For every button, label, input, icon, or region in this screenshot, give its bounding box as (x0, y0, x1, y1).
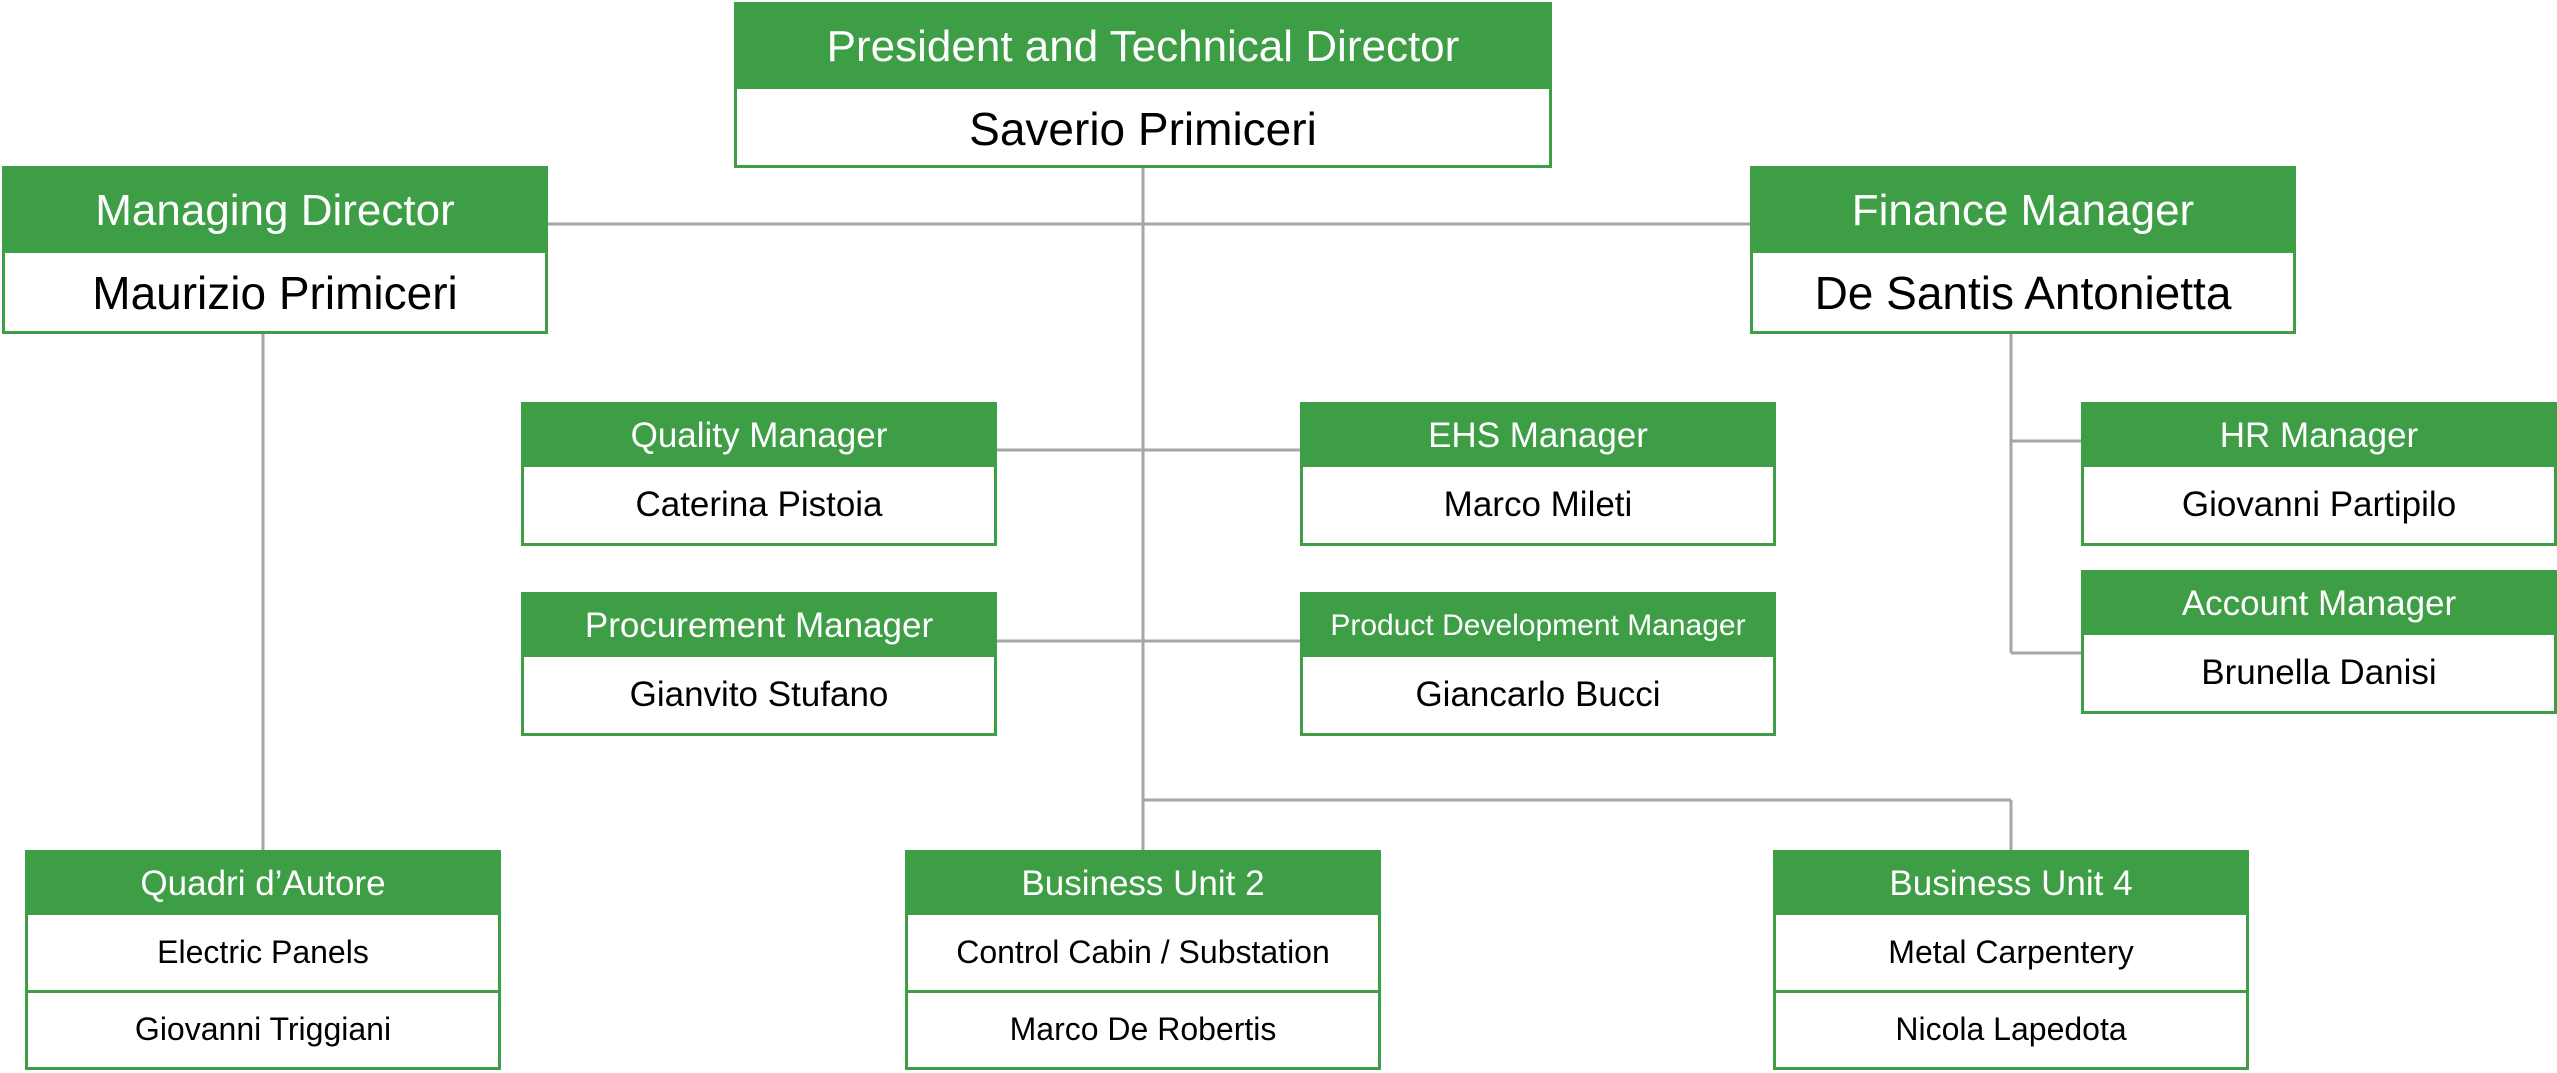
finance-manager-name: De Santis Antonietta (1814, 267, 2232, 319)
quality-manager-name: Caterina Pistoia (635, 484, 883, 524)
procurement-manager-name: Gianvito Stufano (629, 674, 889, 714)
procurement-manager-title: Procurement Manager (524, 595, 994, 657)
ehs-manager-box: EHS Manager Marco Mileti (1300, 402, 1776, 546)
president-name: Saverio Primiceri (969, 103, 1317, 155)
business-unit-2-name: Marco De Robertis (908, 990, 1378, 1065)
president-box: President and Technical Director Saverio… (734, 2, 1552, 168)
procurement-manager-box: Procurement Manager Gianvito Stufano (521, 592, 997, 736)
product-development-manager-title: Product Development Manager (1303, 595, 1773, 657)
ehs-manager-name: Marco Mileti (1443, 484, 1633, 524)
business-unit-4-title: Business Unit 4 (1776, 853, 2246, 915)
hr-manager-box: HR Manager Giovanni Partipilo (2081, 402, 2557, 546)
managing-director-name: Maurizio Primiceri (92, 267, 458, 319)
president-title: President and Technical Director (737, 5, 1549, 89)
quality-manager-title: Quality Manager (524, 405, 994, 467)
business-unit-2-title: Business Unit 2 (908, 853, 1378, 915)
business-unit-2-box: Business Unit 2 Control Cabin / Substati… (905, 850, 1381, 1070)
quadri-autore-box: Quadri d’Autore Electric Panels Giovanni… (25, 850, 501, 1070)
quality-manager-box: Quality Manager Caterina Pistoia (521, 402, 997, 546)
account-manager-box: Account Manager Brunella Danisi (2081, 570, 2557, 714)
business-unit-4-box: Business Unit 4 Metal Carpentery Nicola … (1773, 850, 2249, 1070)
business-unit-4-name: Nicola Lapedota (1776, 990, 2246, 1065)
hr-manager-title: HR Manager (2084, 405, 2554, 467)
product-development-manager-box: Product Development Manager Giancarlo Bu… (1300, 592, 1776, 736)
managing-director-box: Managing Director Maurizio Primiceri (2, 166, 548, 334)
business-unit-2-description: Control Cabin / Substation (956, 934, 1330, 970)
quadri-autore-title: Quadri d’Autore (28, 853, 498, 915)
ehs-manager-title: EHS Manager (1303, 405, 1773, 467)
quadri-autore-description: Electric Panels (157, 934, 369, 970)
finance-manager-title: Finance Manager (1753, 169, 2293, 253)
quadri-autore-name: Giovanni Triggiani (28, 990, 498, 1065)
hr-manager-name: Giovanni Partipilo (2181, 484, 2457, 524)
account-manager-name: Brunella Danisi (2201, 652, 2437, 692)
finance-manager-box: Finance Manager De Santis Antonietta (1750, 166, 2296, 334)
managing-director-title: Managing Director (5, 169, 545, 253)
business-unit-4-description: Metal Carpentery (1888, 934, 2134, 970)
product-development-manager-name: Giancarlo Bucci (1415, 674, 1661, 714)
account-manager-title: Account Manager (2084, 573, 2554, 635)
